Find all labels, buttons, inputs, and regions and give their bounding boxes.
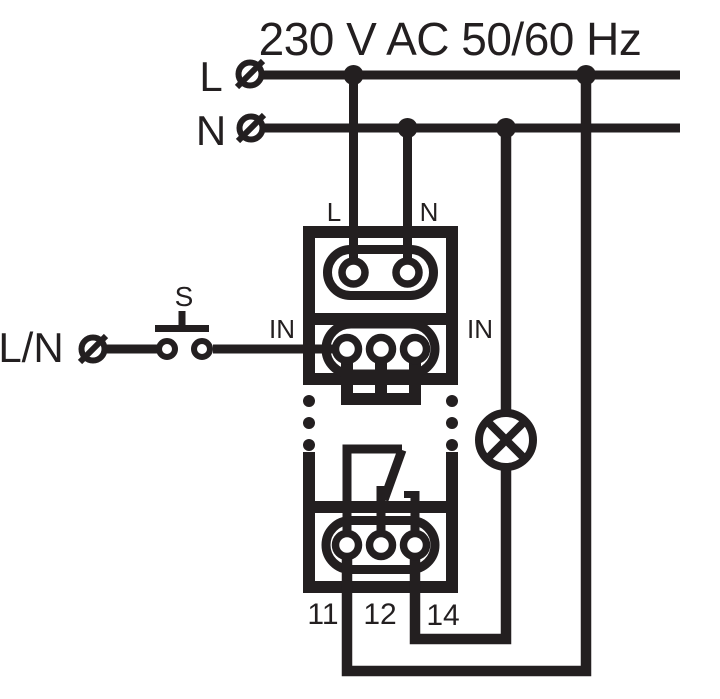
supply-n-label: N — [196, 107, 226, 154]
input-ln-label: L/N — [0, 324, 64, 371]
device-l-label: L — [327, 197, 341, 227]
switch-label: S — [175, 281, 194, 312]
wire-14-to-lamp-n — [409, 128, 512, 645]
supply-l-label: L — [199, 53, 222, 100]
terminal-11-label: 11 — [307, 598, 338, 631]
terminal-14-label: 14 — [426, 599, 459, 632]
contact-lever — [379, 448, 407, 502]
terminal-circles — [331, 257, 431, 561]
screw-terminal-ln — [77, 333, 109, 365]
push-button-s — [155, 311, 213, 360]
screw-terminal-n — [235, 112, 267, 144]
dashed-housing-link — [303, 395, 458, 451]
wire-11-to-l — [341, 75, 592, 677]
junction-dot-n2 — [496, 118, 516, 138]
device-n-label: N — [420, 197, 439, 227]
junction-dot-l1 — [343, 65, 364, 85]
in-right-label: IN — [467, 314, 493, 344]
title-label: 230 V AC 50/60 Hz — [259, 13, 642, 65]
junction-dot-n1 — [397, 118, 418, 138]
junction-dot-l2 — [576, 65, 596, 85]
terminal-12-label: 12 — [363, 598, 396, 631]
lamp-icon — [475, 409, 537, 471]
screw-terminal-l — [234, 58, 266, 90]
in-left-label: IN — [269, 314, 295, 344]
